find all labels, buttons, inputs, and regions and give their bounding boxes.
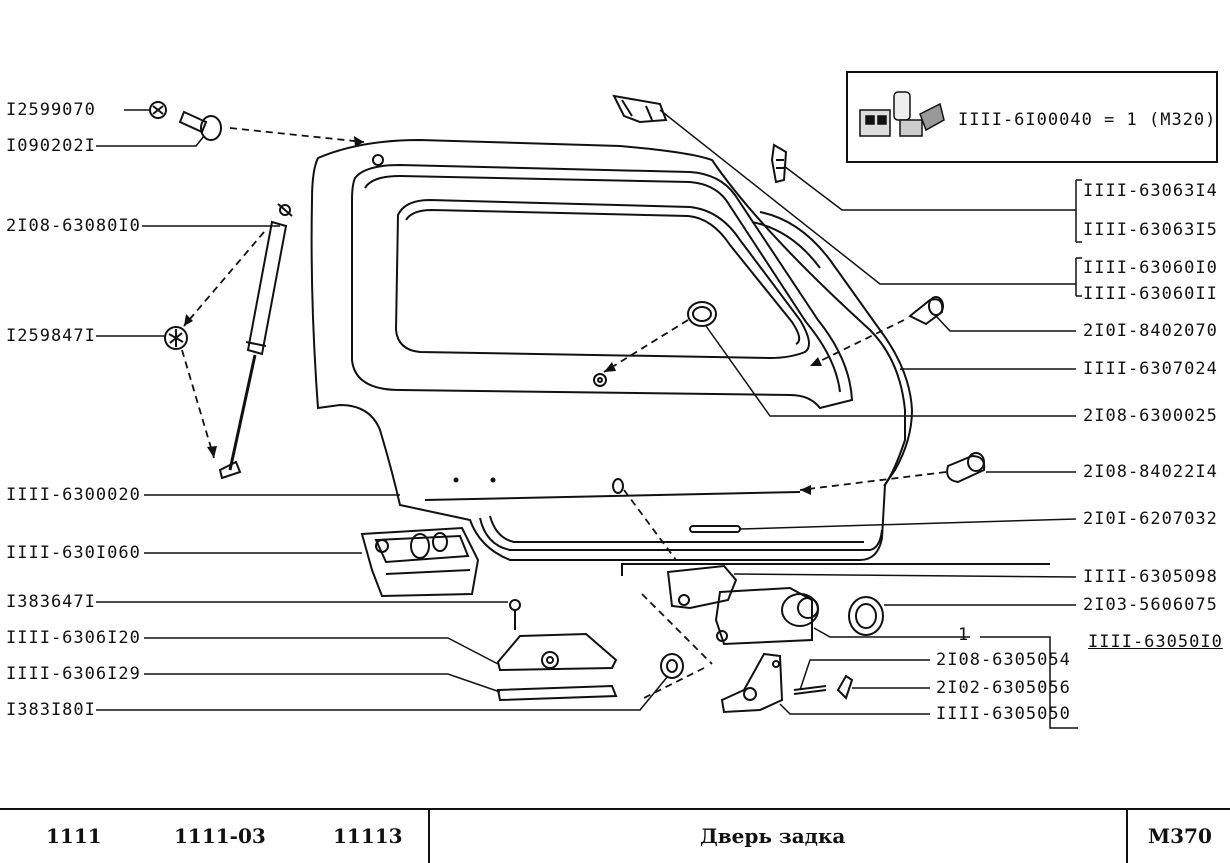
right-leader-lines: [659, 109, 1082, 729]
part-label-2I02-6305056: 2I02-6305056: [936, 678, 1071, 698]
lock-assembly: [621, 563, 1050, 646]
part-label-IIII-6305098: IIII-6305098: [1083, 567, 1218, 587]
part-label-2I08-84022I4: 2I08-84022I4: [1083, 462, 1218, 482]
striker-plate: [496, 684, 618, 702]
part-label-I383I80I: I383I80I: [6, 700, 96, 720]
arrow-heads: [184, 136, 822, 495]
striker: [496, 632, 618, 672]
part-label-IIII-630I060: IIII-630I060: [6, 543, 141, 563]
part-label-2I0I-8402070: 2I0I-8402070: [1083, 321, 1218, 341]
part-label-2I08-63080I0: 2I08-63080I0: [6, 216, 141, 236]
part-label-I2599070: I2599070: [6, 100, 96, 120]
pin: [793, 685, 827, 695]
part-label-2I0I-6207032: 2I0I-6207032: [1083, 509, 1218, 529]
part-label-IIII-63060II: IIII-63060II: [1083, 284, 1218, 304]
model-1111-03: 1111-03: [174, 824, 266, 848]
lock-cylinder-ring: [848, 596, 884, 636]
sheet-title: Дверь задка: [700, 824, 846, 848]
part-label-IIII-63063I5: IIII-63063I5: [1083, 220, 1218, 240]
model-11113: 11113: [333, 824, 403, 848]
part-label-IIII-6306I29: IIII-6306I29: [6, 664, 141, 684]
part-label-I383647I: I383647I: [6, 592, 96, 612]
part-label-IIII-6300020: IIII-6300020: [6, 485, 141, 505]
assembly-arrows: [181, 127, 947, 701]
part-label-IIII-6306I20: IIII-6306I20: [6, 628, 141, 648]
clip-star: [164, 326, 188, 350]
model-1111: 1111: [46, 824, 102, 848]
round-plug: [687, 301, 717, 327]
sheet-code: M370: [1148, 824, 1212, 848]
nut: [660, 653, 684, 679]
part-label-IIII-63060I0: IIII-63060I0: [1083, 258, 1218, 278]
part-label-2I03-5606075: 2I03-5606075: [1083, 595, 1218, 615]
screw: [509, 599, 521, 630]
assembly-number: 1: [958, 625, 970, 645]
assembly-label: IIII-63050I0: [1088, 632, 1223, 652]
spring-clip: [836, 674, 854, 700]
part-label-I259847I: I259847I: [6, 326, 96, 346]
footer-divider-right: [1126, 810, 1128, 863]
title-block: 1111 1111-03 11113 Дверь задка M370: [0, 808, 1230, 863]
part-label-I090202I: I090202I: [6, 136, 96, 156]
kit-icon: [859, 91, 945, 137]
washer-top: [149, 101, 167, 119]
small-clip: [770, 143, 788, 184]
rubber-stop: [946, 452, 986, 484]
kit-part-label: IIII-6I00040 = 1 (M320): [958, 110, 1217, 130]
part-label-IIII-6307024: IIII-6307024: [1083, 359, 1218, 379]
gas-strut: [218, 203, 293, 480]
part-label-IIII-6305050: IIII-6305050: [936, 704, 1071, 724]
bolt-top: [178, 110, 222, 141]
licence-bracket: [360, 526, 480, 598]
lock-lever: [720, 652, 784, 714]
left-leader-lines: [96, 109, 669, 711]
tailgate-door: [310, 138, 914, 561]
part-label-2I08-6300025: 2I08-6300025: [1083, 406, 1218, 426]
part-label-2I08-6305054: 2I08-6305054: [936, 650, 1071, 670]
grommet-cap: [908, 296, 944, 326]
kit-callout-box: IIII-6I00040 = 1 (M320): [846, 71, 1218, 163]
part-label-IIII-63063I4: IIII-63063I4: [1083, 181, 1218, 201]
hinge-bracket: [612, 94, 668, 124]
footer-divider-left: [428, 810, 430, 863]
